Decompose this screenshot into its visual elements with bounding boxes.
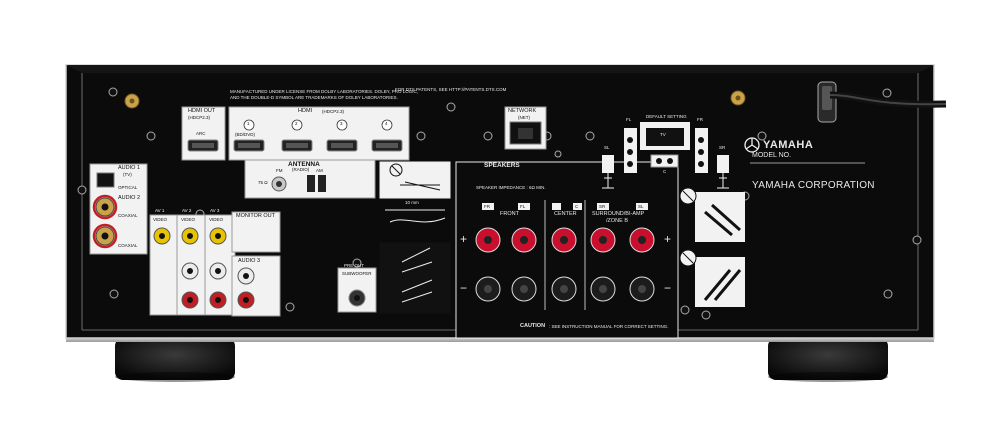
av1-label: AV 1 [155, 208, 165, 213]
ch-c: C [575, 204, 579, 209]
coaxial-label-2: COAXIAL [118, 243, 138, 248]
hdmi-input-1: 1 [247, 121, 250, 126]
yamaha-brand: YAMAHA [763, 139, 814, 151]
speakers-title: SPEAKERS [484, 162, 520, 169]
network-sub: (NET) [518, 115, 530, 120]
video-label-1: VIDEO [153, 217, 168, 222]
am-antenna-terminal-1[interactable] [307, 175, 315, 192]
front-label: FRONT [500, 211, 519, 217]
video-label-3: VIDEO [209, 217, 224, 222]
center-label: CENTER [554, 211, 577, 217]
antenna-radio: (RADIO) [292, 167, 310, 172]
hdmi-input-2: 2 [295, 121, 298, 126]
surround-label: SURROUND/BI-AMP [592, 211, 645, 217]
bottom-rim [66, 336, 934, 342]
hdmi-input-3: 3 [340, 121, 343, 126]
hdmi-out-sub: (HDCP2.3) [188, 115, 211, 120]
antenna-fm: FM [276, 168, 283, 173]
audio3-box [231, 255, 281, 317]
antenna-am: AM [316, 168, 323, 173]
ch-fl: FL [520, 204, 526, 209]
diagram-fr: FR [697, 117, 703, 122]
diagram-fl: FL [626, 117, 632, 122]
av2-label: AV 2 [182, 208, 192, 213]
pre-out-sub: SUBWOOFER [342, 271, 372, 276]
tv-label: TV [660, 132, 666, 137]
plus-right: + [664, 232, 672, 246]
dts-patent-text: FOR DTS PATENTS, SEE HTTP://PATENTS.DTS.… [395, 87, 507, 92]
audio1-label: AUDIO 1 [118, 165, 141, 171]
optical-label: OPTICAL [118, 185, 138, 190]
top-bevel [66, 65, 934, 73]
ch-fr: FR [484, 204, 490, 209]
monitor-out-label: MONITOR OUT [236, 213, 276, 219]
monitor-out-box [231, 211, 281, 253]
diagram-sl: SL [604, 145, 610, 150]
wire-instructions [379, 161, 451, 314]
arc-label: ARC [196, 131, 206, 136]
caution-label: CAUTION [520, 323, 546, 329]
av3-label: AV 3 [210, 208, 220, 213]
dolby-license-line1: MANUFACTURED UNDER LICENSE FROM DOLBY LA… [230, 89, 418, 94]
hdmi-in-sub: (HDCP2.3) [322, 109, 345, 114]
minus-left: − [460, 281, 468, 295]
diagram-sr: SR [719, 145, 726, 150]
pre-out-label: PRE OUT [344, 263, 365, 268]
diagram-c: C [663, 169, 667, 174]
yamaha-corporation: YAMAHA CORPORATION [752, 180, 875, 191]
ch-sl: SL [638, 204, 644, 209]
audio3-label: AUDIO 3 [238, 258, 261, 264]
wifi-antenna-left [124, 93, 140, 109]
minus-right: − [664, 281, 672, 295]
default-setting-label: DEFAULT SETTING [646, 114, 687, 119]
speaker-layout-diagram [602, 122, 729, 189]
audio2-label: AUDIO 2 [118, 195, 141, 201]
power-cord [817, 81, 947, 123]
antenna-label: ANTENNA [288, 161, 320, 168]
hdmi1-sub: (BD/DVD) [235, 132, 255, 137]
model-no-label: MODEL NO. [752, 152, 792, 159]
network-label: NETWORK [508, 108, 537, 114]
hdmi-in-label: HDMI [298, 108, 313, 114]
hdmi-out-label: HDMI OUT [188, 108, 216, 114]
plus-left: + [460, 232, 468, 246]
coaxial-label-1: COAXIAL [118, 213, 138, 218]
wifi-antenna-right [730, 90, 746, 106]
dolby-license-line2: AND THE DOUBLE-D SYMBOL ARE TRADEMARKS O… [230, 95, 398, 100]
left-foot [115, 338, 235, 382]
right-foot [768, 338, 888, 382]
zone-b-label: /ZONE B [606, 218, 629, 224]
warning-icons [679, 187, 745, 307]
am-antenna-terminal-2[interactable] [318, 175, 326, 192]
hdmi-input-4: 4 [385, 121, 388, 126]
strip-length: 10 mm [405, 200, 419, 205]
hdmi-in-box [228, 106, 410, 161]
caution-text: : SEE INSTRUCTION MANUAL FOR CORRECT SET… [549, 324, 669, 329]
antenna-fm-ohm: 75 Ω [258, 180, 268, 185]
optical-jack[interactable] [96, 172, 115, 188]
speaker-impedance: SPEAKER IMPEDANCE : 6Ω MIN. [476, 185, 546, 190]
audio1-sub: (TV) [123, 172, 132, 177]
video-label-2: VIDEO [181, 217, 196, 222]
ch-sr: SR [599, 204, 606, 209]
yamaha-logo [744, 137, 760, 153]
